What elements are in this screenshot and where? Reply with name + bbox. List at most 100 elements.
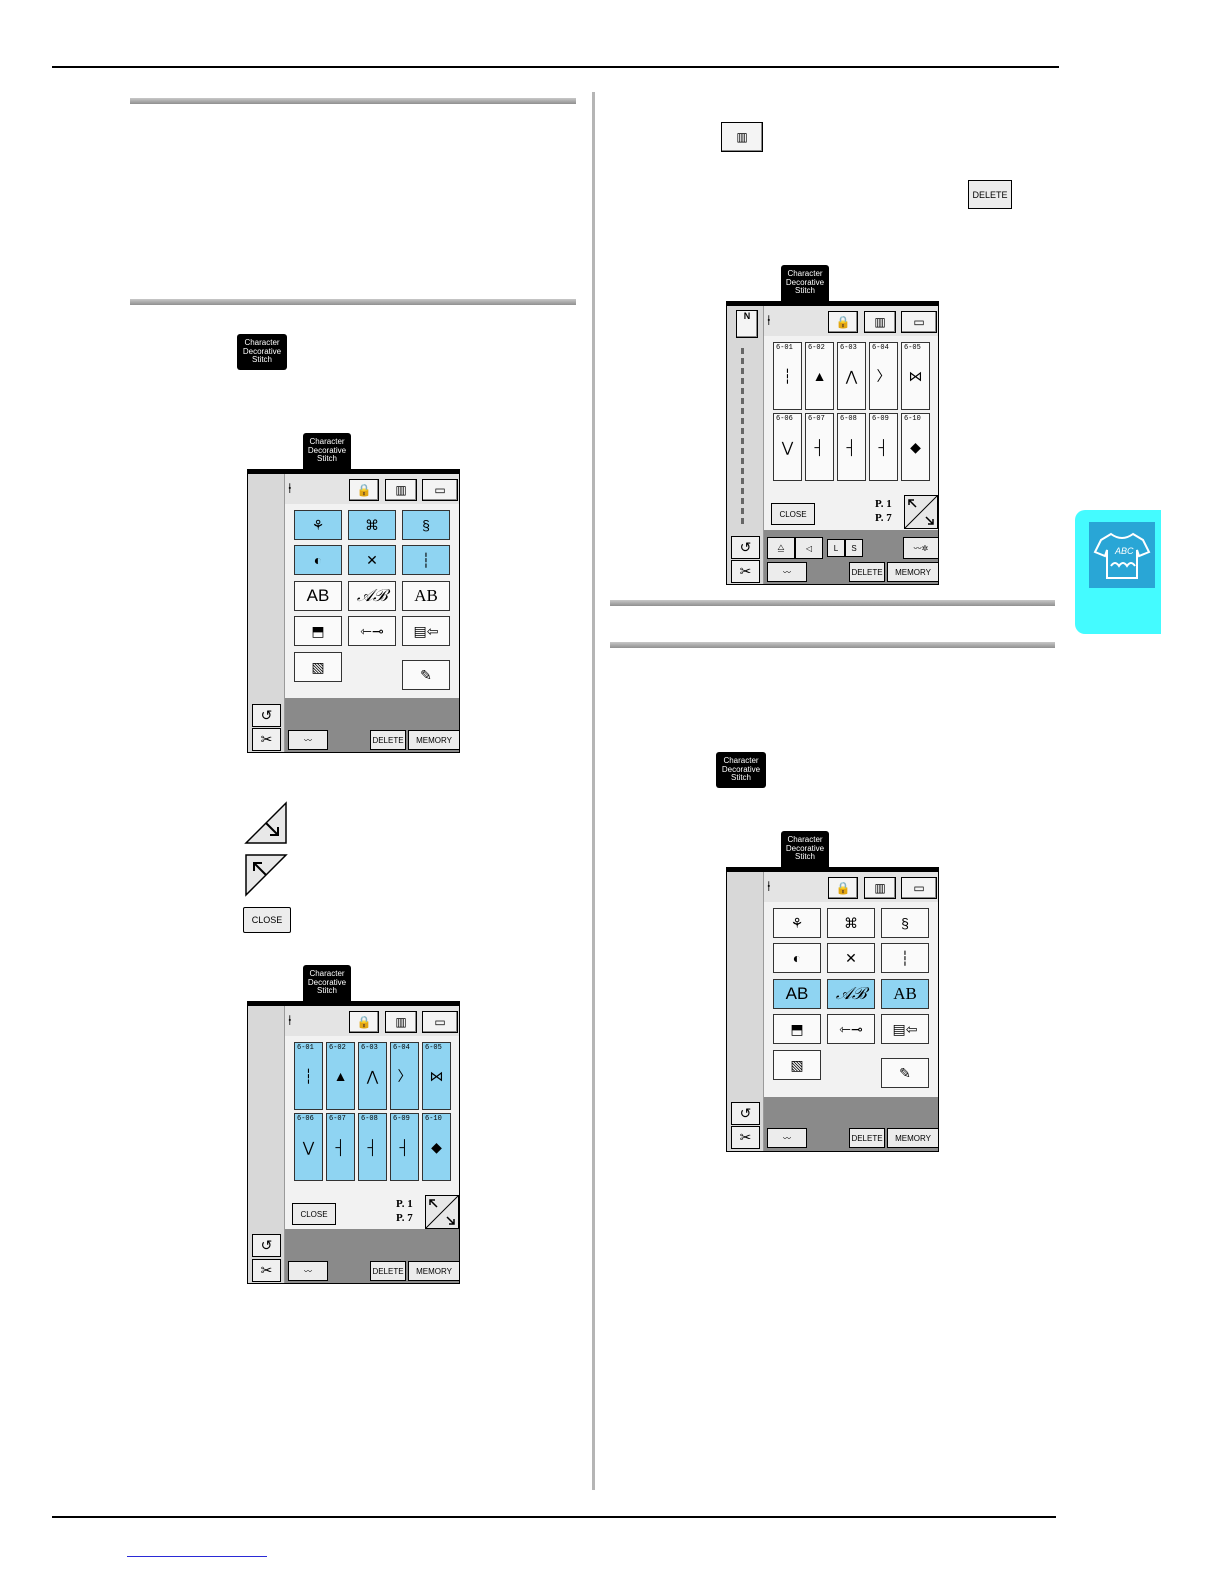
close-button[interactable]: CLOSE xyxy=(771,503,815,525)
pattern-repeat-button[interactable]: 〰✲ xyxy=(903,537,939,559)
design-tile[interactable]: ▧ xyxy=(773,1050,821,1080)
manual-button[interactable]: ▥ xyxy=(385,479,417,501)
footer-link-underline[interactable] xyxy=(127,1556,267,1557)
close-button[interactable]: CLOSE xyxy=(243,907,291,933)
pattern-tile[interactable]: 6-02▲ xyxy=(805,342,834,410)
font-tile[interactable]: AB xyxy=(402,581,450,611)
delete-button[interactable]: DELETE xyxy=(849,1128,885,1148)
size-small-button[interactable]: S xyxy=(845,539,863,557)
pattern-tile[interactable]: 6-09┤ xyxy=(869,413,898,481)
page-arrows-icon[interactable] xyxy=(904,495,938,529)
font-tile[interactable]: AB xyxy=(881,979,929,1009)
manual-inline-button[interactable]: ▥ xyxy=(721,122,763,152)
pattern-tile[interactable]: 6-06⋁ xyxy=(773,413,802,481)
pocket-tile[interactable]: ⬒ xyxy=(294,616,342,646)
pattern-tile[interactable]: 6-04〉 xyxy=(869,342,898,410)
category-tile[interactable]: ⌘ xyxy=(348,510,396,540)
pattern-tile[interactable]: 6-10◆ xyxy=(901,413,930,481)
thread-cutter-button[interactable]: ✂ xyxy=(731,1126,760,1149)
memory-button[interactable]: MEMORY xyxy=(408,730,460,750)
pattern-tile[interactable]: 6-03⋀ xyxy=(358,1042,387,1110)
category-tile[interactable]: ◐ xyxy=(294,545,342,575)
reverse-stitch-button[interactable]: ↺ xyxy=(731,536,760,559)
manual-button[interactable]: ▥ xyxy=(864,311,896,333)
category-tile[interactable]: § xyxy=(402,510,450,540)
memory-button[interactable]: MEMORY xyxy=(887,1128,939,1148)
pattern-tile[interactable]: 6-02▲ xyxy=(326,1042,355,1110)
lock-icon: 🔒 xyxy=(356,483,372,497)
manual-button[interactable]: ▥ xyxy=(385,1011,417,1033)
reverse-stitch-button[interactable]: ↺ xyxy=(731,1102,760,1125)
lock-button[interactable]: 🔒 xyxy=(349,1011,379,1033)
settings-button[interactable]: ▭ xyxy=(901,877,937,899)
thread-cutter-button[interactable]: ✂ xyxy=(731,560,760,583)
page-arrows-icon[interactable] xyxy=(425,1195,459,1229)
stitch-preview[interactable]: 〰 xyxy=(767,562,807,582)
font-tile[interactable]: 𝒜ℬ xyxy=(348,581,396,611)
character-decorative-stitch-button[interactable]: Character Decorative Stitch xyxy=(237,334,287,370)
lock-button[interactable]: 🔒 xyxy=(828,311,858,333)
reverse-stitch-button[interactable]: ↺ xyxy=(252,1234,281,1257)
category-tile[interactable]: ✕ xyxy=(827,943,875,973)
pattern-tile[interactable]: 6-04〉 xyxy=(390,1042,419,1110)
lock-button[interactable]: 🔒 xyxy=(828,877,858,899)
thread-cutter-button[interactable]: ✂ xyxy=(252,1259,281,1282)
pocket-icon: ⬒ xyxy=(311,622,325,639)
delete-button[interactable]: DELETE xyxy=(849,562,885,582)
reverse-stitch-button[interactable]: ↺ xyxy=(252,704,281,727)
pattern-tile[interactable]: 6-01┆ xyxy=(294,1042,323,1110)
category-tile[interactable]: ◐ xyxy=(773,943,821,973)
size-large-button[interactable]: L xyxy=(827,539,845,557)
usb-tile[interactable]: ⇽⊸ xyxy=(827,1014,875,1044)
pocket-tile[interactable]: ⬒ xyxy=(773,1014,821,1044)
pattern-tile[interactable]: 6-07┤ xyxy=(326,1113,355,1181)
reverse-icon: ↺ xyxy=(739,539,752,555)
chapter-tab[interactable]: ABC xyxy=(1075,510,1161,634)
pattern-tile[interactable]: 6-03⋀ xyxy=(837,342,866,410)
font-tile[interactable]: AB xyxy=(773,979,821,1009)
usb-tile[interactable]: ⇽⊸ xyxy=(348,616,396,646)
category-tile[interactable]: ┆ xyxy=(881,943,929,973)
settings-button[interactable]: ▭ xyxy=(901,311,937,333)
edit-tile[interactable]: ✎ xyxy=(881,1058,929,1088)
category-tile[interactable]: ✕ xyxy=(348,545,396,575)
font-tile[interactable]: AB xyxy=(294,581,342,611)
delete-button[interactable]: DELETE xyxy=(370,730,406,750)
pattern-tile[interactable]: 6-06⋁ xyxy=(294,1113,323,1181)
lock-button[interactable]: 🔒 xyxy=(349,479,379,501)
manual-button[interactable]: ▥ xyxy=(864,877,896,899)
close-button[interactable]: CLOSE xyxy=(292,1203,336,1225)
pattern-tile[interactable]: 6-08┤ xyxy=(837,413,866,481)
pattern-tile[interactable]: 6-09┤ xyxy=(390,1113,419,1181)
settings-button[interactable]: ▭ xyxy=(422,1011,458,1033)
design-tile[interactable]: ▧ xyxy=(294,652,342,682)
category-tile[interactable]: ⚘ xyxy=(294,510,342,540)
pattern-tile[interactable]: 6-10◆ xyxy=(422,1113,451,1181)
settings-button[interactable]: ▭ xyxy=(422,479,458,501)
memory-button[interactable]: MEMORY xyxy=(887,562,939,582)
pattern-tile[interactable]: 6-01┆ xyxy=(773,342,802,410)
font-tile[interactable]: 𝒜ℬ xyxy=(827,979,875,1009)
delete-button[interactable]: DELETE xyxy=(370,1261,406,1281)
category-tile[interactable]: ┆ xyxy=(402,545,450,575)
category-tile[interactable]: § xyxy=(881,908,929,938)
thread-cutter-button[interactable]: ✂ xyxy=(252,728,281,751)
category-tile[interactable]: ⌘ xyxy=(827,908,875,938)
stitch-preview[interactable]: 〰 xyxy=(288,1261,328,1281)
font-selection-screen: ⍿ 🔒 ▥ ▭ ⚘ ⌘ § ◐ ✕ ┆ AB 𝒜ℬ AB ⬒ ⇽⊸ ▤⇦ ▧ ✎… xyxy=(726,867,939,1152)
edit-tile[interactable]: ✎ xyxy=(402,660,450,690)
pattern-tile[interactable]: 6-05⋈ xyxy=(901,342,930,410)
delete-inline-button[interactable]: DELETE xyxy=(968,180,1012,209)
stitch-preview[interactable]: 〰 xyxy=(288,730,328,750)
pattern-tile[interactable]: 6-07┤ xyxy=(805,413,834,481)
mirror-horizontal-button[interactable]: ⧋ xyxy=(767,537,795,559)
stitch-preview[interactable]: 〰 xyxy=(767,1128,807,1148)
computer-tile[interactable]: ▤⇦ xyxy=(881,1014,929,1044)
pattern-tile[interactable]: 6-08┤ xyxy=(358,1113,387,1181)
memory-button[interactable]: MEMORY xyxy=(408,1261,460,1281)
category-tile[interactable]: ⚘ xyxy=(773,908,821,938)
mirror-vertical-button[interactable]: ◁ xyxy=(795,537,823,559)
computer-tile[interactable]: ▤⇦ xyxy=(402,616,450,646)
pattern-tile[interactable]: 6-05⋈ xyxy=(422,1042,451,1110)
character-decorative-stitch-button[interactable]: Character Decorative Stitch xyxy=(716,752,766,788)
